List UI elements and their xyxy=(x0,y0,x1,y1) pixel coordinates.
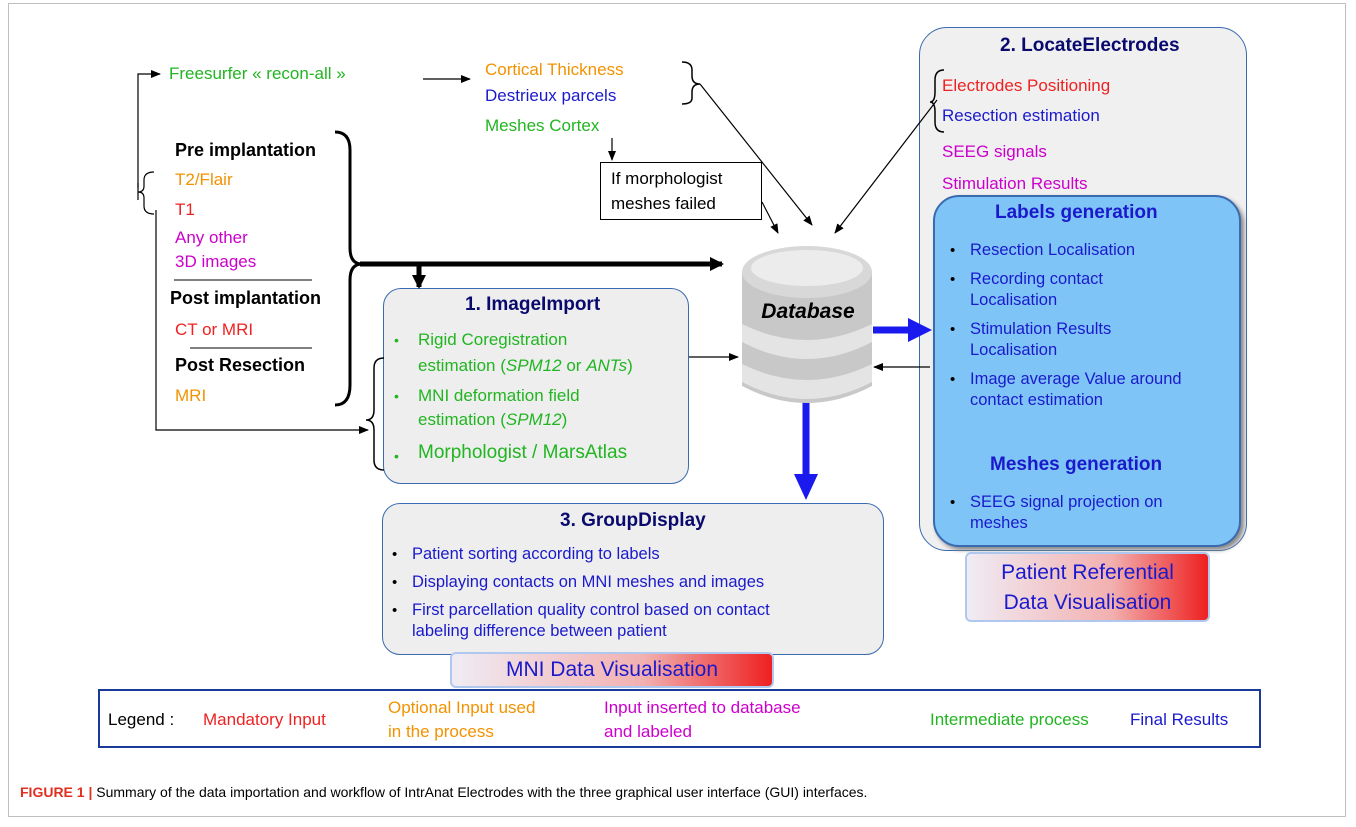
cortical-thickness-label: Cortical Thickness xyxy=(485,60,624,79)
locate-electrodes-title: 2. LocateElectrodes xyxy=(1000,35,1180,56)
seeg-signals-label: SEEG signals xyxy=(942,142,1047,161)
ii-item1-line1: Rigid Coregistration xyxy=(418,330,568,349)
post-resection-heading: Post Resection xyxy=(175,355,306,375)
group-list: Patient sorting according to labels Disp… xyxy=(384,544,882,650)
meshes-cortex-label: Meshes Cortex xyxy=(485,116,600,135)
legend-box xyxy=(98,689,1261,748)
ii-item2-line1: MNI deformation field xyxy=(418,386,580,405)
labels-list: Resection Localisation Recording contact… xyxy=(942,240,1240,419)
legend-optional-line2: in the process xyxy=(388,722,494,741)
database-icon xyxy=(742,246,872,403)
legend-inserted-line1: Input inserted to database xyxy=(604,698,801,717)
any-other-line1: Any other xyxy=(175,228,248,247)
legend-intermediate: Intermediate process xyxy=(930,710,1089,729)
freesurfer-label: Freesurfer « recon-all » xyxy=(169,64,346,83)
labels-generation-title: Labels generation xyxy=(995,202,1158,223)
ii-item3: Morphologist / MarsAtlas xyxy=(418,442,628,463)
labels-item: Resection Localisation xyxy=(942,240,1240,261)
group-item: Patient sorting according to labels xyxy=(384,544,882,565)
image-import-title: 1. ImageImport xyxy=(465,294,601,315)
ii-bullet-2: • xyxy=(394,388,399,404)
legend-label: Legend : xyxy=(108,710,175,729)
group-item: First parcellation quality control based… xyxy=(384,600,882,642)
ii-item1-line2: estimation (SPM12 or ANTs) xyxy=(418,356,633,375)
ct-mri-label: CT or MRI xyxy=(175,320,254,339)
ii-bullet-1: • xyxy=(394,332,399,348)
pre-implantation-heading: Pre implantation xyxy=(175,140,317,160)
group-display-title: 3. GroupDisplay xyxy=(560,510,706,531)
figure-caption: FIGURE 1 | Summary of the data importati… xyxy=(20,784,868,800)
legend-optional-line1: Optional Input used xyxy=(388,698,536,717)
resection-estimation-label: Resection estimation xyxy=(942,106,1100,125)
ii-bullet-3: • xyxy=(394,448,399,464)
morphologist-failed-line1: If morphologist xyxy=(611,169,723,188)
any-other-line2: 3D images xyxy=(175,252,257,271)
meshes-generation-title: Meshes generation xyxy=(990,454,1163,475)
figure-frame xyxy=(8,3,1346,817)
electrodes-positioning-label: Electrodes Positioning xyxy=(942,76,1111,95)
database-label: Database xyxy=(761,300,855,323)
stimulation-results-label: Stimulation Results xyxy=(942,174,1088,193)
image-import-panel xyxy=(383,288,689,484)
ii-item2-line2: estimation (SPM12) xyxy=(418,410,568,429)
morphologist-failed-box xyxy=(600,162,762,220)
mni-data-visualisation: MNI Data Visualisation xyxy=(450,652,774,688)
post-implantation-heading: Post implantation xyxy=(170,288,322,308)
legend-final: Final Results xyxy=(1130,710,1229,729)
group-item: Displaying contacts on MNI meshes and im… xyxy=(384,572,882,593)
t1-label: T1 xyxy=(175,200,195,219)
mri-label: MRI xyxy=(175,386,207,405)
t2flair-label: T2/Flair xyxy=(175,170,233,189)
destrieux-label: Destrieux parcels xyxy=(485,86,617,105)
legend-mandatory: Mandatory Input xyxy=(203,710,326,729)
legend-inserted-line2: and labeled xyxy=(604,722,692,741)
morphologist-failed-line2: meshes failed xyxy=(611,194,716,213)
patient-referential-visualisation: Patient Referential Data Visualisation xyxy=(965,552,1210,622)
